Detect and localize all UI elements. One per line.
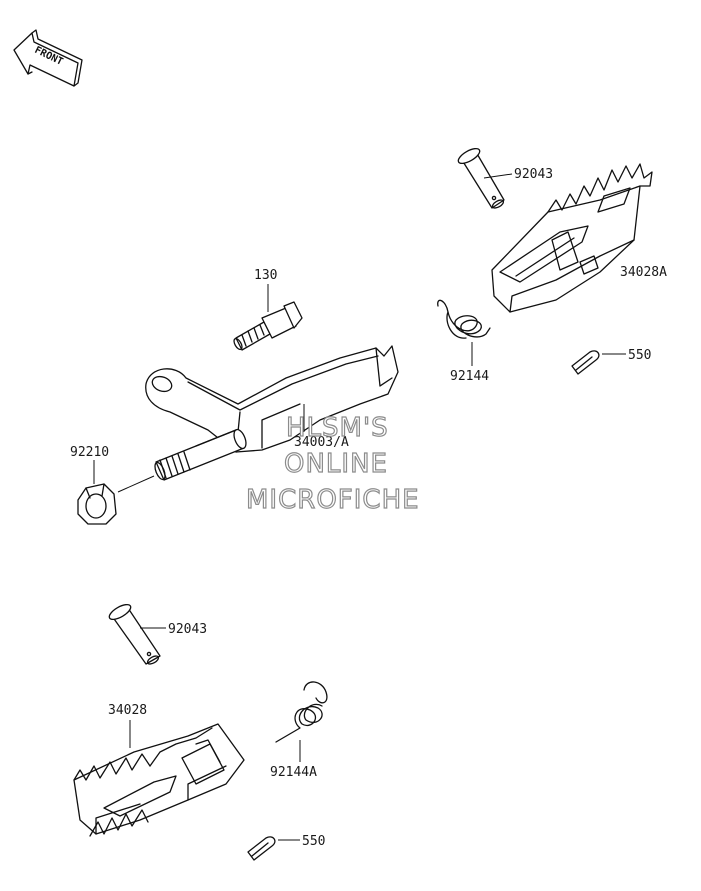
bracket-34003A [145,345,399,481]
leader-92043-top [483,173,513,179]
label-92043-bottom: 92043 [168,622,207,637]
footpeg-34028 [73,723,245,837]
leader-nut-shaft [117,475,155,493]
footpeg-34028A [491,163,653,313]
label-92144: 92144 [450,369,489,384]
clevis-pin-92043-bottom [108,603,161,665]
front-arrow-icon: FRONT [13,29,83,87]
label-34003A: 34003/A [294,435,349,450]
label-92144A: 92144A [270,765,317,780]
watermark-line-2: ONLINE [284,449,388,479]
spring-92144 [437,299,491,339]
label-92210: 92210 [70,445,109,460]
nut-92210 [77,483,117,525]
watermark-line-3: MICROFICHE [246,485,420,515]
cotter-pin-550-bottom [247,836,276,861]
spring-92144A [275,681,328,743]
label-34028A: 34028A [620,265,667,280]
clevis-pin-92043-top [457,147,505,209]
cotter-pin-550-top [571,350,600,375]
label-130: 130 [254,268,277,283]
watermark-line-1: HLSM'S [286,413,389,443]
label-92043-top: 92043 [514,167,553,182]
label-34028: 34028 [108,703,147,718]
label-550-bottom: 550 [302,834,325,849]
watermark: HLSM'S ONLINE MICROFICHE [245,412,420,515]
bolt-130 [233,301,303,351]
label-550-top: 550 [628,348,651,363]
